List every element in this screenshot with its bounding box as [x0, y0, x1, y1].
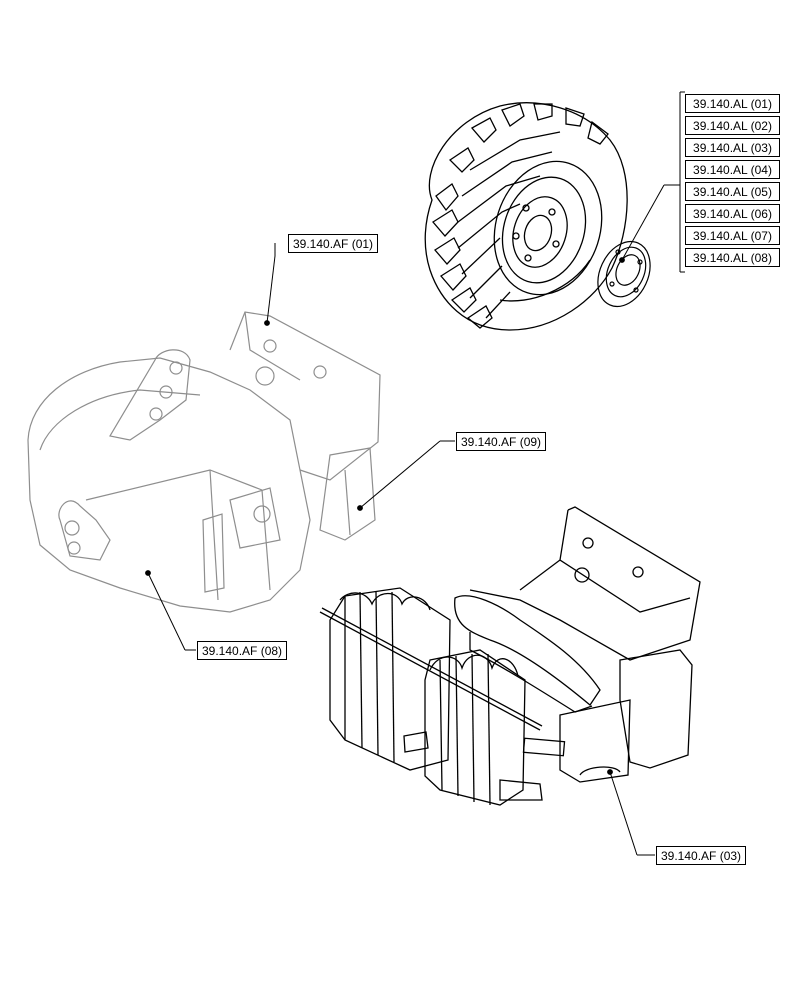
- ref-label-al-03[interactable]: 39.140.AL (03): [685, 138, 780, 157]
- front-weight-block-illustration: [28, 312, 380, 612]
- ref-label-al-06[interactable]: 39.140.AL (06): [685, 204, 780, 223]
- leader-lines: [146, 92, 685, 855]
- ref-label-al-07[interactable]: 39.140.AL (07): [685, 226, 780, 245]
- ref-label-al-list: 39.140.AL (01) 39.140.AL (02) 39.140.AL …: [685, 94, 780, 270]
- ref-label-al-05[interactable]: 39.140.AL (05): [685, 182, 780, 201]
- weight-set-illustration: [320, 507, 700, 805]
- ref-label-af-01[interactable]: 39.140.AF (01): [288, 234, 379, 253]
- ref-label-al-08[interactable]: 39.140.AL (08): [685, 248, 780, 267]
- ref-label-af-09[interactable]: 39.140.AF (09): [456, 432, 547, 451]
- wheel-tire-illustration: [425, 103, 627, 330]
- ref-label-af-08[interactable]: 39.140.AF (08): [197, 641, 288, 660]
- ref-label-al-02[interactable]: 39.140.AL (02): [685, 116, 780, 135]
- ref-label-af-03[interactable]: 39.140.AF (03): [656, 846, 747, 865]
- ref-label-al-01[interactable]: 39.140.AL (01): [685, 94, 780, 113]
- ref-label-al-04[interactable]: 39.140.AL (04): [685, 160, 780, 179]
- hub-cap-illustration: [588, 233, 660, 315]
